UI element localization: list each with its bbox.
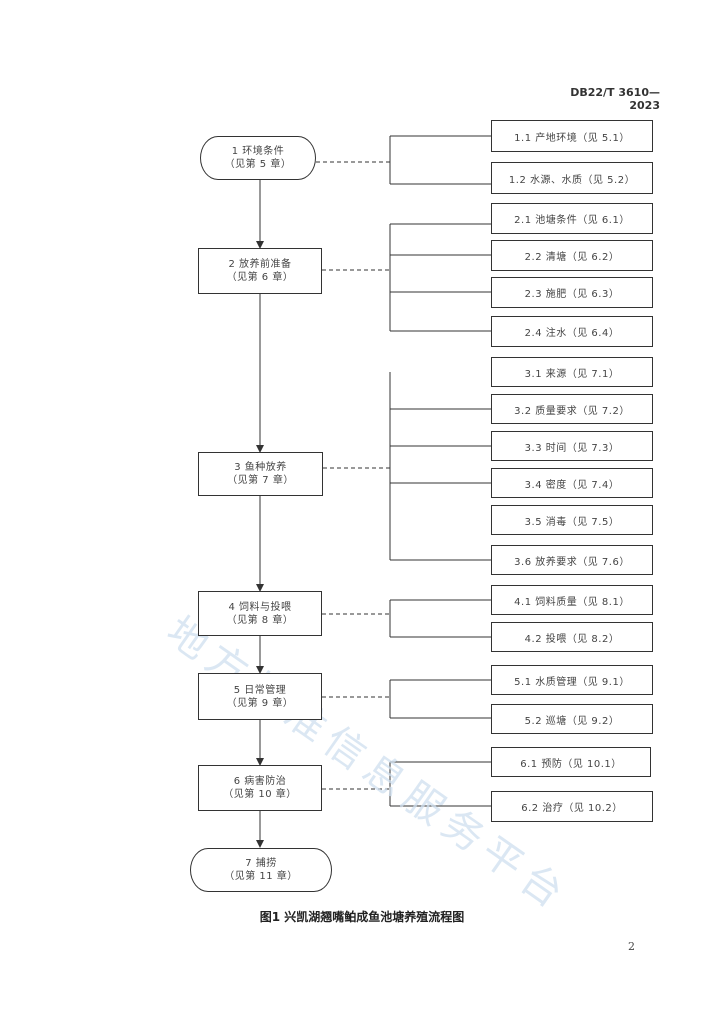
node-ref: （见第 6 章） bbox=[226, 272, 294, 283]
node-title: 2 放养前准备 bbox=[228, 259, 292, 270]
node-fingerling-stocking: 3 鱼种放养 （见第 7 章） bbox=[198, 452, 323, 496]
sub-item-4-2: 4.2 投喂（见 8.2） bbox=[491, 622, 653, 652]
node-feeding: 4 饲料与投喂 （见第 8 章） bbox=[198, 591, 322, 636]
sub-item-5-1: 5.1 水质管理（见 9.1） bbox=[491, 665, 653, 695]
sub-item-1-1: 1.1 产地环境（见 5.1） bbox=[491, 120, 653, 152]
node-ref: （见第 8 章） bbox=[226, 614, 294, 626]
sub-item-3-5: 3.5 消毒（见 7.5） bbox=[491, 505, 653, 535]
sub-item-2-1: 2.1 池塘条件（见 6.1） bbox=[491, 203, 653, 234]
node-ref: （见第 7 章） bbox=[227, 475, 294, 486]
sub-item-3-1: 3.1 来源（见 7.1） bbox=[491, 357, 653, 387]
node-title: 7 捕捞 bbox=[245, 858, 277, 869]
figure-caption: 图1 兴凯湖翘嘴鲌成鱼池塘养殖流程图 bbox=[259, 910, 465, 924]
node-title: 1 环境条件 bbox=[231, 146, 285, 157]
node-disease-control: 6 病害防治 （见第 10 章） bbox=[198, 765, 322, 811]
node-harvest: 7 捕捞 （见第 11 章） bbox=[190, 848, 332, 892]
node-daily-management: 5 日常管理 （见第 9 章） bbox=[198, 673, 322, 720]
sub-item-3-3: 3.3 时间（见 7.3） bbox=[491, 431, 653, 461]
node-title: 3 鱼种放养 bbox=[234, 462, 287, 473]
sub-item-6-1: 6.1 预防（见 10.1） bbox=[491, 747, 651, 777]
sub-item-5-2: 5.2 巡塘（见 9.2） bbox=[491, 704, 653, 734]
node-ref: （见第 10 章） bbox=[223, 789, 297, 800]
node-environment: 1 环境条件 （见第 5 章） bbox=[200, 136, 316, 180]
node-pre-stocking: 2 放养前准备 （见第 6 章） bbox=[198, 248, 322, 294]
sub-item-6-2: 6.2 治疗（见 10.2） bbox=[491, 791, 653, 822]
page-number: 2 bbox=[628, 940, 635, 953]
node-title: 6 病害防治 bbox=[233, 776, 287, 787]
sub-item-2-3: 2.3 施肥（见 6.3） bbox=[491, 277, 653, 308]
sub-item-1-2: 1.2 水源、水质（见 5.2） bbox=[491, 162, 653, 194]
node-title: 4 饲料与投喂 bbox=[228, 601, 292, 613]
node-ref: （见第 9 章） bbox=[226, 697, 294, 709]
node-title: 5 日常管理 bbox=[233, 684, 287, 696]
sub-item-3-2: 3.2 质量要求（见 7.2） bbox=[491, 394, 653, 424]
sub-item-4-1: 4.1 饲料质量（见 8.1） bbox=[491, 585, 653, 615]
sub-item-3-4: 3.4 密度（见 7.4） bbox=[491, 468, 653, 498]
standard-code: DB22/T 3610—2023 bbox=[570, 86, 660, 112]
sub-item-2-4: 2.4 注水（见 6.4） bbox=[491, 316, 653, 347]
sub-item-2-2: 2.2 清塘（见 6.2） bbox=[491, 240, 653, 271]
sub-item-3-6: 3.6 放养要求（见 7.6） bbox=[491, 545, 653, 575]
node-ref: （见第 11 章） bbox=[224, 871, 298, 882]
node-ref: （见第 5 章） bbox=[224, 159, 292, 170]
